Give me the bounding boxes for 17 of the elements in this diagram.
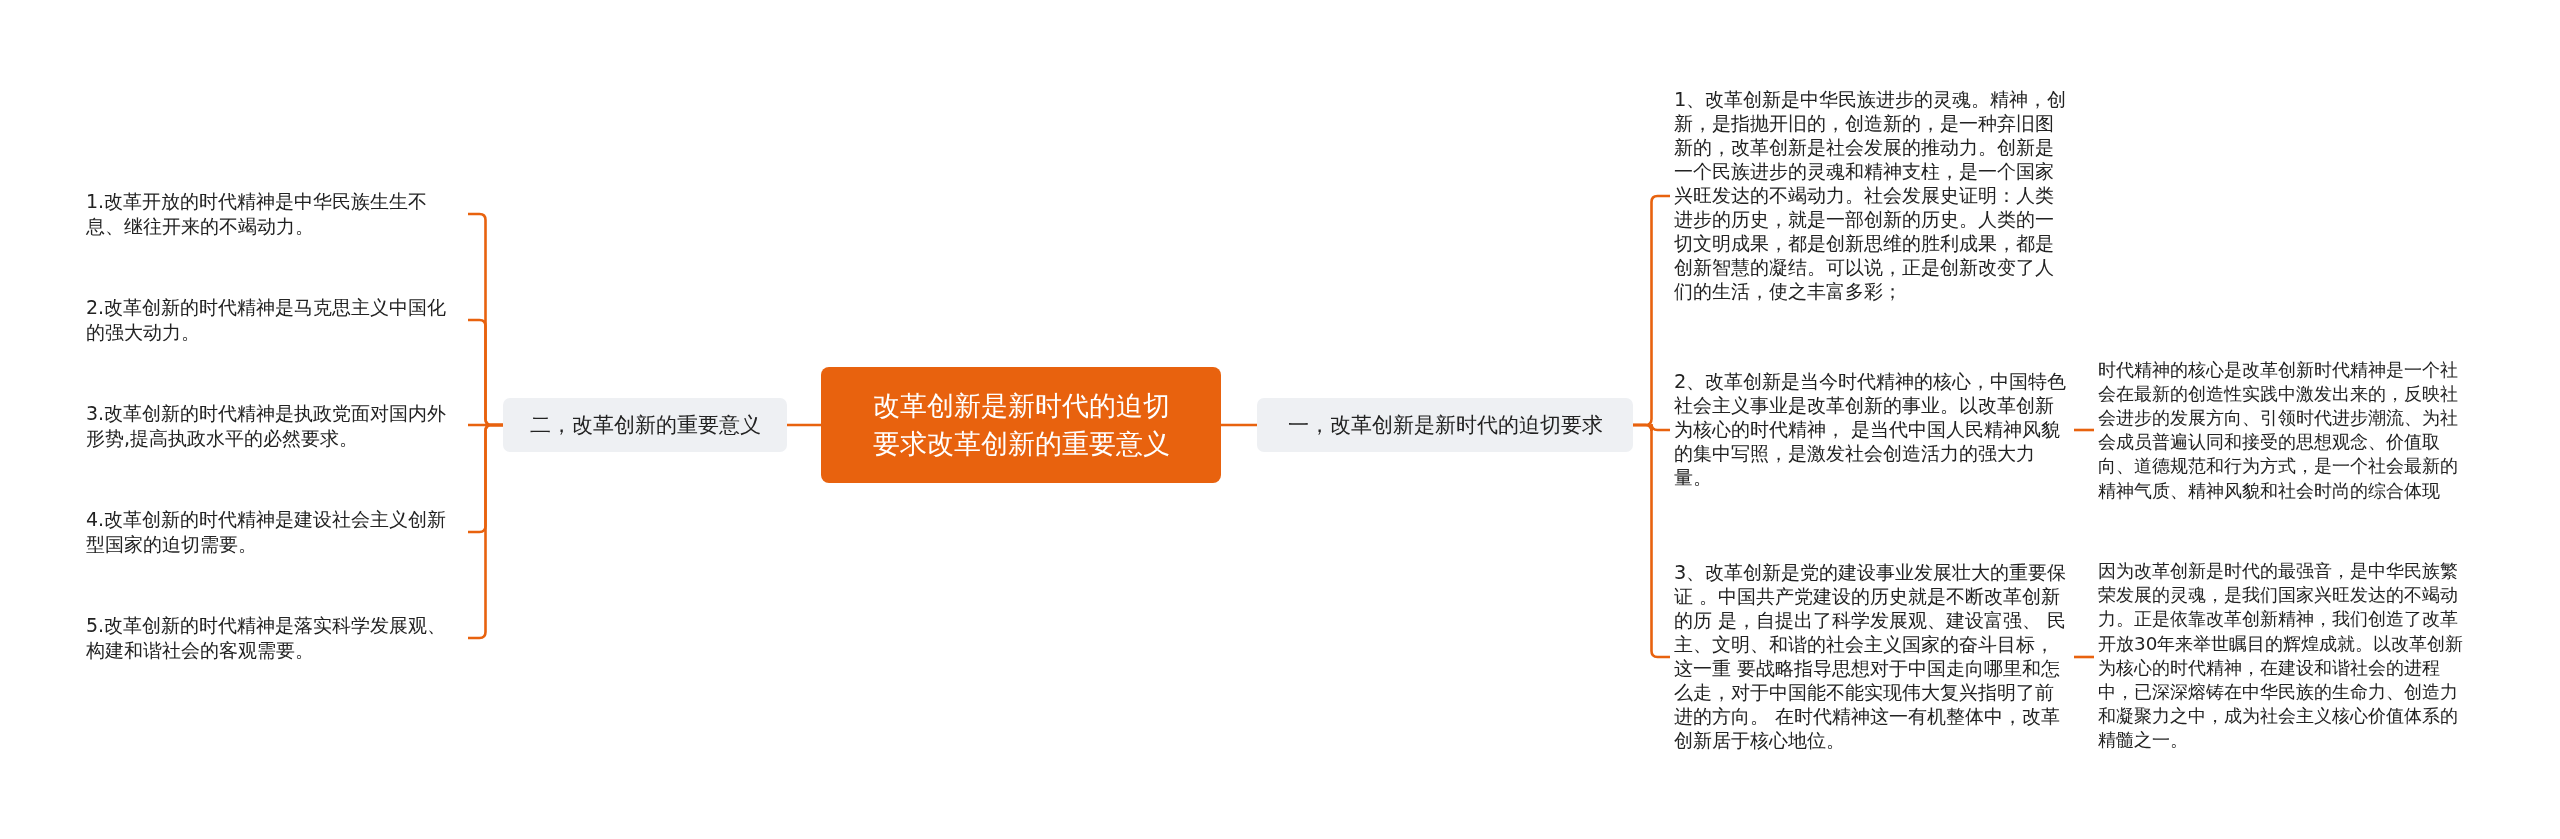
branch-topic-box: 一，改革创新是新时代的迫切要求 bbox=[1257, 398, 1633, 452]
connector-line bbox=[787, 423, 821, 427]
topic-text: 因为改革创新是时代的最强音，是中华民族繁荣发展的灵魂，是我们国家兴旺发达的不竭动力。正是依靠改革创新精神，我们创造了改革开放30年来举世瞩目的辉煌成就。以改革创新为核心的时代精神，在建设和谐社会的进程中，已深深熔铸在中华民族的生命力、创造力和凝聚力之中，成为社会主义核心价值体系的精髓之一。 bbox=[2094, 559, 2474, 753]
central-topic-box: 改革创新是新时代的迫切要求改革创新的重要意义 bbox=[821, 367, 1221, 483]
connector-line bbox=[2074, 655, 2094, 659]
connector-line bbox=[1221, 423, 1257, 427]
topic-text: 3.改革创新的时代精神是执政党面对国内外形势,提高执政水平的必然要求。 bbox=[82, 401, 468, 451]
topic-text: 3、改革创新是党的建设事业发展壮大的重要保证 。中国共产党建设的历史就是不断改革创新的历 是，自提出了科学发展观、建设富强、 民主、文明、和谐的社会主义国家的奋斗目标，这一重 要战略指导思想对于中国走向哪里和怎么走，对于中国能不能实现伟大复兴指明了前进的方向。 在时代精神这一有机整体中，改革创新居于核心地位。 bbox=[1670, 561, 2074, 753]
topic-text: 2.改革创新的时代精神是马克思主义中国化的强大动力。 bbox=[82, 295, 468, 345]
topic-text: 1.改革开放的时代精神是中华民族生生不息、继往开来的不竭动力。 bbox=[82, 189, 468, 239]
branch-topic-box: 二，改革创新的重要意义 bbox=[503, 398, 787, 452]
topic-text: 1、改革创新是中华民族进步的灵魂。精神，创新，是指抛开旧的，创造新的，是一种弃旧图新的，改革创新是社会发展的推动力。创新是一个民族进步的灵魂和精神支柱，是一个国家兴旺发达的不竭动力。社会发展史证明：人类进步的历史，就是一部创新的历史。人类的一切文明成果，都是创新思维的胜利成果，都是创新智慧的凝结。可以说，正是创新改变了人们的生活，使之丰富多彩； bbox=[1670, 88, 2074, 304]
topic-text: 4.改革创新的时代精神是建设社会主义创新型国家的迫切需要。 bbox=[82, 507, 468, 557]
connector-line bbox=[2074, 428, 2094, 432]
topic-text: 2、改革创新是当今时代精神的核心，中国特色社会主义事业是改革创新的事业。以改革创新为核心的时代精神， 是当代中国人民精神风貌的集中写照，是激发社会创造活力的强大力量。 bbox=[1670, 370, 2074, 490]
topic-text: 5.改革创新的时代精神是落实科学发展观、构建和谐社会的客观需要。 bbox=[82, 613, 468, 663]
topic-text: 时代精神的核心是改革创新时代精神是一个社会在最新的创造性实践中激发出来的，反映社会进步的发展方向、引领时代进步潮流、为社会成员普遍认同和接受的思想观念、价值取向、道德规范和行为方式，是一个社会最新的精神气质、精神风貌和社会时尚的综合体现 bbox=[2094, 357, 2474, 503]
